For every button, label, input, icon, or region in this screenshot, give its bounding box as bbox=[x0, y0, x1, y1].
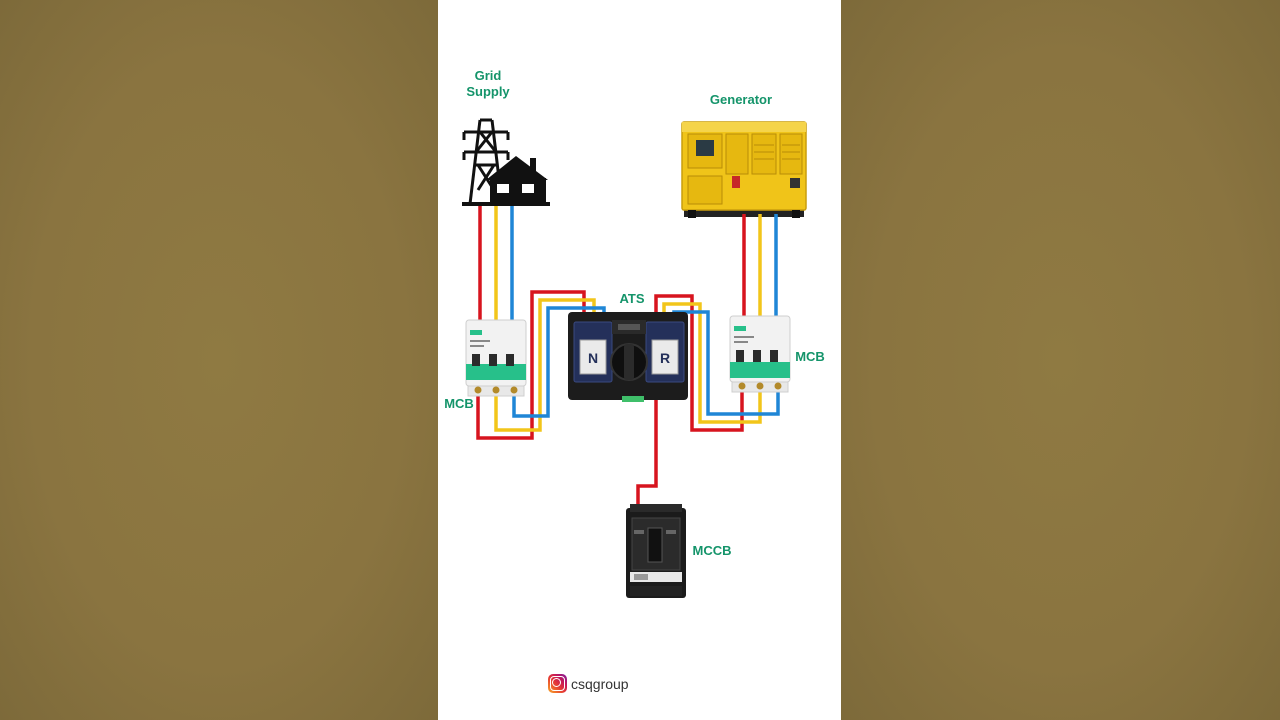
mccb-image bbox=[626, 504, 686, 598]
mccb-label: MCCB bbox=[692, 543, 732, 558]
grid-supply-icon bbox=[462, 118, 550, 206]
grid-supply-label-line1: Grid bbox=[474, 68, 502, 83]
wire-ats-mccb-red bbox=[636, 400, 658, 512]
grid-supply-label-line2: Supply bbox=[466, 84, 510, 99]
grid-supply-label: Grid Supply bbox=[462, 68, 514, 100]
ats-image bbox=[568, 312, 688, 402]
mcb-right-image bbox=[729, 315, 791, 393]
instagram-icon bbox=[548, 674, 567, 693]
wire-right-yellow bbox=[662, 302, 762, 424]
ats-label: ATS bbox=[619, 291, 645, 306]
mcb-left-label: MCB bbox=[444, 396, 474, 411]
ats-n-mark: N bbox=[587, 350, 599, 366]
background-left bbox=[0, 0, 438, 720]
wire-left-blue bbox=[512, 306, 606, 418]
ats-r-mark: R bbox=[659, 350, 671, 366]
wire-left-yellow bbox=[494, 298, 596, 432]
handle-text: csqgroup bbox=[571, 675, 629, 692]
generator-label: Generator bbox=[709, 92, 773, 107]
generator-image bbox=[681, 121, 807, 218]
background-right bbox=[841, 0, 1280, 720]
wire-left-red bbox=[476, 290, 586, 440]
mcb-left-image bbox=[465, 319, 527, 397]
social-handle[interactable]: csqgroup bbox=[548, 674, 629, 693]
mcb-right-label: MCB bbox=[795, 349, 825, 364]
